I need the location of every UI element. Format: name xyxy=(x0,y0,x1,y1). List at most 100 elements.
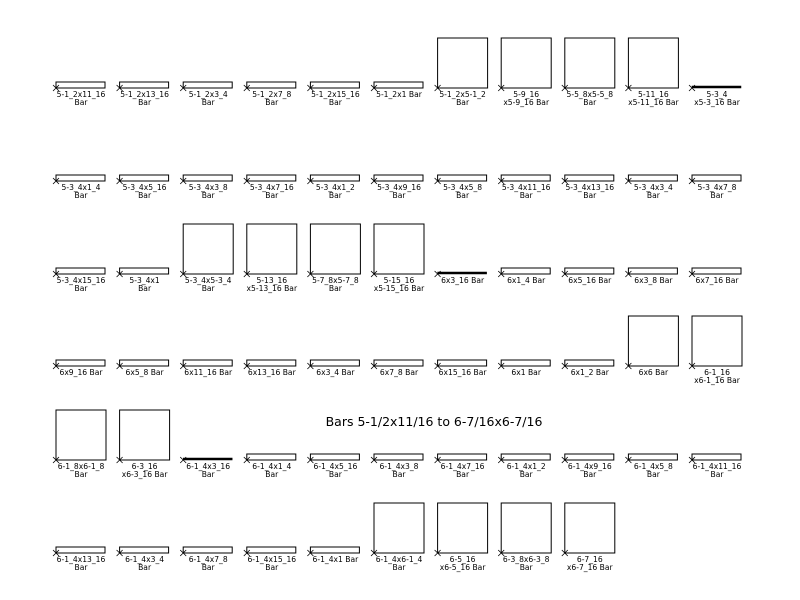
bar-size-label: 6x3_16 Bar xyxy=(441,276,485,285)
bar-type-label: Bar xyxy=(520,563,534,572)
bar-type-label: Bar xyxy=(75,563,89,572)
bar-square-outline xyxy=(564,502,616,554)
bar-flat-outline xyxy=(309,174,360,182)
bar-thin-outline xyxy=(691,85,742,89)
bar-size-label: 6-1_4x5_16 xyxy=(313,462,357,471)
bar-flat-outline xyxy=(55,81,106,89)
origin-cross-icon xyxy=(116,456,123,464)
bar-type-label: Bar xyxy=(329,191,343,200)
origin-cross-icon xyxy=(434,84,441,92)
bar-cell: 6x9_16 Bar xyxy=(52,359,106,377)
bar-cell: 6x11_16 Bar xyxy=(179,359,233,377)
bar-flat-outline xyxy=(55,174,106,182)
bar-size-label: 5-3_4 xyxy=(706,90,727,99)
bar-type-label: Bar xyxy=(138,98,152,107)
bar-type-label: Bar xyxy=(520,191,534,200)
bar-type-label: Bar xyxy=(202,284,216,293)
bar-cell: 6-3_16x6-3_16 Bar xyxy=(116,409,171,479)
bar-size-label: 6-1_4x1 Bar xyxy=(313,555,360,564)
bar-flat-outline xyxy=(564,267,615,275)
bar-type-label: x5-3_16 Bar xyxy=(694,98,741,107)
bar-square-outline xyxy=(627,37,679,89)
bar-flat-outline xyxy=(500,453,551,461)
origin-cross-icon xyxy=(370,456,378,464)
bar-cell: 6x1_4 Bar xyxy=(497,267,551,285)
bar-square-outline xyxy=(627,315,679,367)
origin-cross-icon xyxy=(688,177,696,185)
origin-cross-icon xyxy=(116,177,123,185)
bar-square-outline xyxy=(564,37,616,89)
origin-cross-icon xyxy=(116,84,123,92)
bar-cells: 5-1_2x11_16Bar5-1_2x13_16Bar5-1_2x3_4Bar… xyxy=(52,37,743,572)
bar-size-label: 6x13_16 Bar xyxy=(248,368,297,377)
origin-cross-icon xyxy=(497,177,505,185)
bar-flat-outline xyxy=(564,174,615,182)
bar-size-label: 5-3_4x1 xyxy=(129,276,160,285)
origin-cross-icon xyxy=(307,549,314,557)
bar-flat-outline xyxy=(691,453,742,461)
bar-size-label: 6x1 Bar xyxy=(511,368,541,377)
bar-flat-outline xyxy=(119,174,170,182)
origin-cross-icon xyxy=(497,362,505,370)
origin-cross-icon xyxy=(243,84,251,92)
bar-type-label: Bar xyxy=(393,563,407,572)
origin-cross-icon xyxy=(497,270,505,278)
bar-flat-outline xyxy=(500,174,551,182)
bar-size-label: 5-1_2x11_16 xyxy=(57,90,106,99)
bar-type-label: Bar xyxy=(265,191,279,200)
bar-flat-outline xyxy=(119,267,170,275)
bar-size-label: 6-1_4x6-1_4 xyxy=(376,555,423,564)
bar-square-outline xyxy=(246,223,298,275)
origin-cross-icon xyxy=(561,177,569,185)
bar-size-label: 6-5_16 xyxy=(450,555,476,564)
origin-cross-icon xyxy=(52,362,60,370)
origin-cross-icon xyxy=(688,456,696,464)
bar-size-label: 5-15_16 xyxy=(384,276,415,285)
origin-cross-icon xyxy=(370,84,378,92)
origin-cross-icon xyxy=(688,84,696,92)
bar-size-label: 5-1_2x1 Bar xyxy=(376,90,423,99)
origin-cross-icon xyxy=(497,84,505,92)
origin-cross-icon xyxy=(243,270,251,278)
bar-flat-outline xyxy=(55,359,106,367)
origin-cross-icon xyxy=(307,456,314,464)
bar-size-label: 6-1_4x7_8 xyxy=(189,555,228,564)
bar-size-label: 5-3_4x15_16 xyxy=(57,276,106,285)
origin-cross-icon xyxy=(52,270,60,278)
origin-cross-icon xyxy=(307,177,314,185)
bar-size-label: 6-1_4x1_2 xyxy=(507,462,546,471)
bar-type-label: x6-3_16 Bar xyxy=(122,470,169,479)
bar-flat-outline xyxy=(691,174,742,182)
bar-square-outline xyxy=(437,37,489,89)
bar-square-outline xyxy=(55,409,107,461)
bar-size-label: 6x3_4 Bar xyxy=(316,368,355,377)
origin-cross-icon xyxy=(688,270,696,278)
bar-thin-outline xyxy=(182,457,233,461)
bar-type-label: Bar xyxy=(75,98,89,107)
origin-cross-icon xyxy=(561,270,569,278)
bar-cell: 6-5_16x6-5_16 Bar xyxy=(434,502,489,572)
bar-cell: 6x1 Bar xyxy=(497,359,551,377)
bar-square-outline xyxy=(500,502,552,554)
origin-cross-icon xyxy=(497,456,505,464)
origin-cross-icon xyxy=(434,362,441,370)
bar-flat-outline xyxy=(373,453,424,461)
origin-cross-icon xyxy=(307,270,314,278)
bar-flat-outline xyxy=(246,81,297,89)
bar-type-label: Bar xyxy=(202,191,216,200)
origin-cross-icon xyxy=(625,177,632,185)
bar-cell: 6x6 Bar xyxy=(625,315,679,377)
bar-cell: 6-1_4x1 Bar xyxy=(307,546,360,564)
bar-type-label: x6-5_16 Bar xyxy=(440,563,487,572)
